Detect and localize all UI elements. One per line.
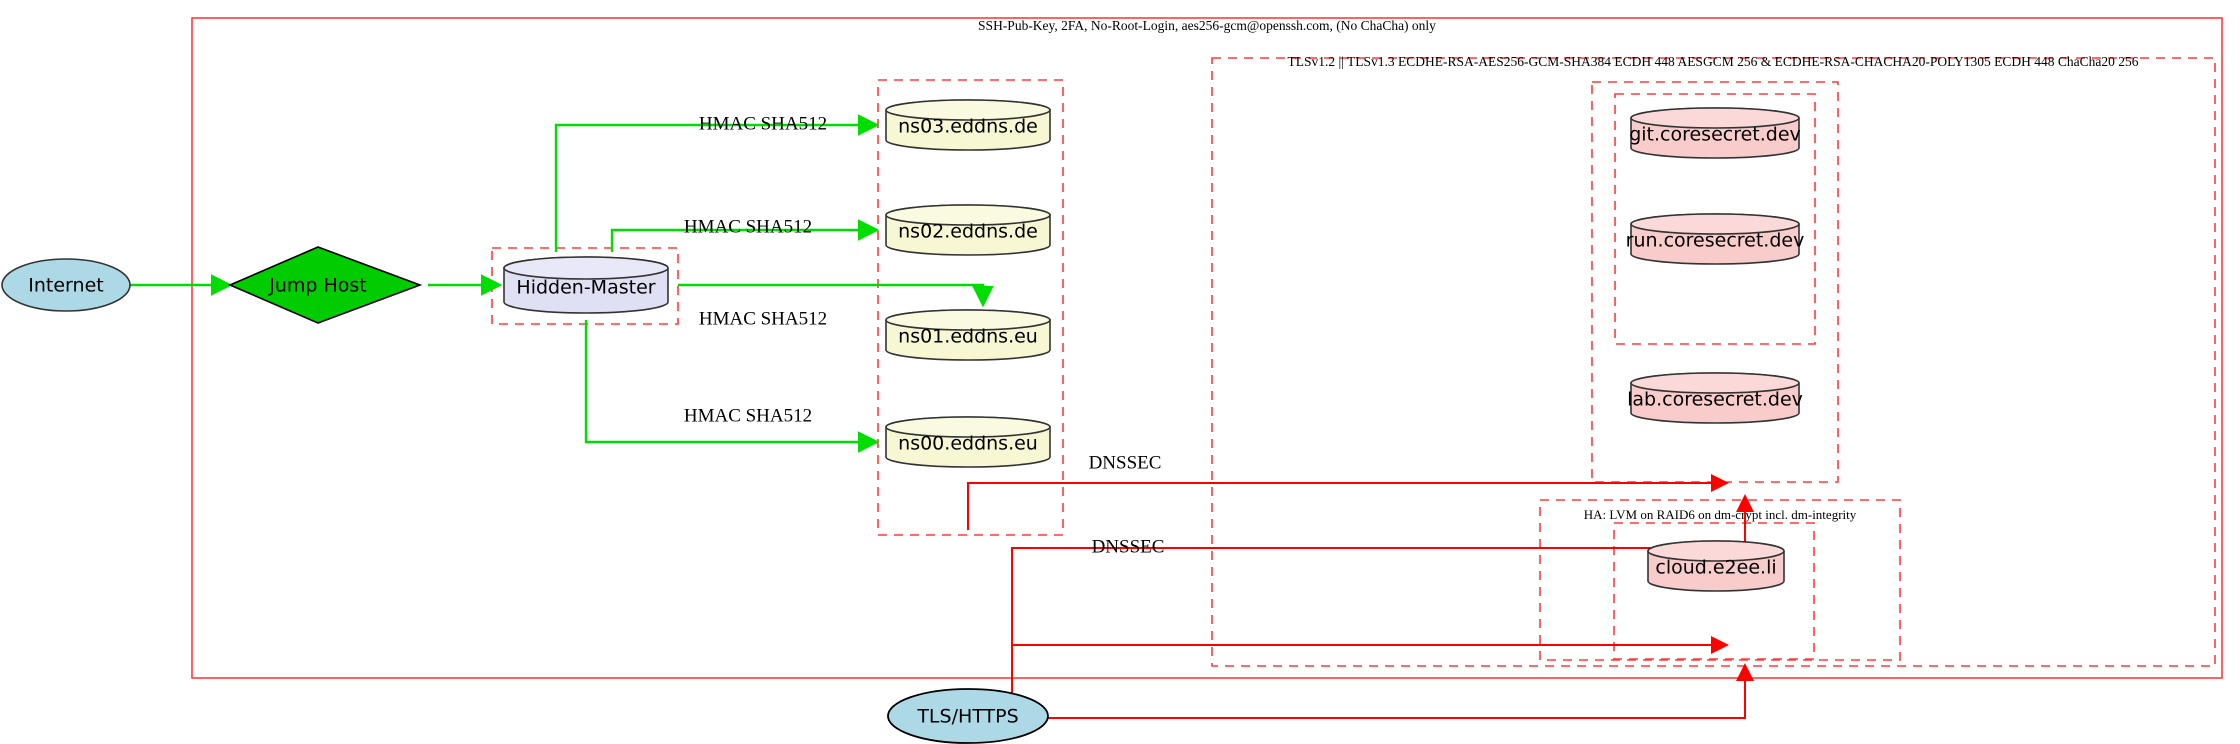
green-edges [124,114,994,453]
node-ns01[interactable]: ns01.eddns.eu [885,309,1051,361]
edge-label-hmac-ns02: HMAC SHA512 [684,216,812,237]
cluster-tls-label: TLSv1.2 || TLSv1.3 ECDHE-RSA-AES256-GCM-… [1288,54,2139,69]
node-cloud-e2ee[interactable]: cloud.e2ee.li [1647,540,1785,592]
node-hidden-master[interactable]: Hidden-Master [503,256,669,314]
edge-master-ns00 [584,320,880,453]
edge-tls-to-ha [1035,663,1754,719]
node-internet[interactable]: Internet [1,258,131,312]
edge-label-dnssec-upper: DNSSEC [1089,452,1162,473]
cluster-ha-label: HA: LVM on RAID6 on dm-crypt incl. dm-in… [1584,507,1857,522]
edge-dnssec-upper [967,474,1729,530]
cluster-tls: TLSv1.2 || TLSv1.3 ECDHE-RSA-AES256-GCM-… [1211,54,2216,667]
node-internet-label: Internet [28,275,103,297]
edge-label-hmac-ns03: HMAC SHA512 [699,113,827,134]
cluster-ssh: SSH-Pub-Key, 2FA, No-Root-Login, aes256-… [191,17,2223,679]
node-ns03[interactable]: ns03.eddns.de [885,99,1051,151]
node-tls-https[interactable]: TLS/HTTPS [887,688,1049,744]
edge-master-ns01 [678,283,994,308]
node-ns02[interactable]: ns02.eddns.de [885,204,1051,256]
node-jumphost[interactable]: Jump Host [227,246,423,324]
node-ns00[interactable]: ns00.eddns.eu [885,416,1051,468]
node-tls-https-label: TLS/HTTPS [916,706,1018,728]
cluster-ha: HA: LVM on RAID6 on dm-crypt incl. dm-in… [1539,499,1901,661]
node-git-label: git.coresecret.dev [1629,124,1801,146]
node-ns00-label: ns00.eddns.eu [898,433,1038,455]
node-run-coresecret[interactable]: run.coresecret.dev [1626,213,1805,265]
node-ns03-label: ns03.eddns.de [898,116,1038,138]
edge-tls-route-a [968,500,1746,701]
node-jumphost-label: Jump Host [268,275,367,297]
node-ns02-label: ns02.eddns.de [898,221,1038,243]
edge-labels: HMAC SHA512 HMAC SHA512 HMAC SHA512 HMAC… [684,113,1165,557]
cluster-coresecret-inner [1614,93,1816,345]
edge-master-ns02 [610,219,880,252]
edge-label-dnssec-lower: DNSSEC [1092,536,1165,557]
node-ns01-label: ns01.eddns.eu [898,326,1038,348]
node-run-label: run.coresecret.dev [1626,230,1805,252]
red-edges [967,474,1754,719]
edge-dnssec-lower [1011,558,1729,654]
cluster-ha-inner [1613,522,1815,660]
node-lab-label: lab.coresecret.dev [1627,389,1803,411]
node-cloud-label: cloud.e2ee.li [1655,557,1776,579]
cluster-ssh-label: SSH-Pub-Key, 2FA, No-Root-Login, aes256-… [978,18,1436,33]
node-lab-coresecret[interactable]: lab.coresecret.dev [1627,372,1803,424]
edge-label-hmac-ns00: HMAC SHA512 [684,405,812,426]
edge-label-hmac-ns01: HMAC SHA512 [699,308,827,329]
edge-master-ns03 [554,114,880,252]
node-hidden-master-label: Hidden-Master [516,277,655,299]
node-git-coresecret[interactable]: git.coresecret.dev [1629,107,1801,159]
